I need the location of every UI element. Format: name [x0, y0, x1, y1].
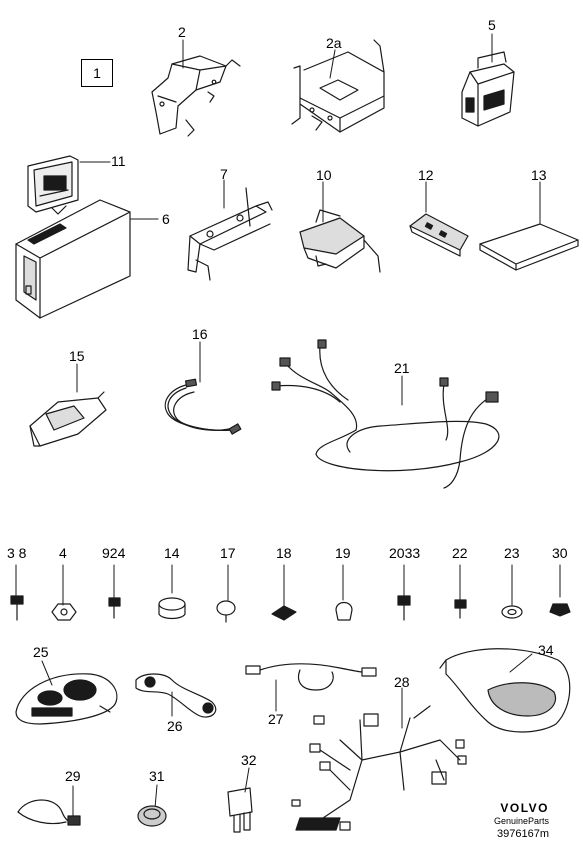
harness-28-drawing — [291, 705, 467, 831]
part-label-27: 27 — [268, 711, 284, 727]
harness-21-drawing — [271, 339, 500, 489]
part-label-6: 6 — [162, 211, 170, 227]
part-label-7: 7 — [220, 166, 228, 182]
holder-15-drawing — [29, 391, 107, 447]
part-label-15: 15 — [69, 348, 85, 364]
fuse-32-drawing — [227, 787, 253, 833]
panel-25-drawing — [15, 673, 118, 725]
part-label-29: 29 — [65, 768, 81, 784]
part-label-2: 2 — [178, 24, 186, 40]
part-label-32: 32 — [241, 752, 257, 768]
receiver-6-drawing — [15, 199, 131, 319]
remote-12-drawing — [409, 213, 469, 257]
part-label-26: 26 — [167, 718, 183, 734]
control-panel-11-drawing — [27, 155, 79, 215]
part-label-13: 13 — [531, 167, 547, 183]
part-label-20-33: 2033 — [389, 545, 421, 561]
part-label-19: 19 — [335, 545, 351, 561]
part-label-23: 23 — [504, 545, 520, 561]
part-label-10: 10 — [316, 167, 332, 183]
brand-subtitle: GenuineParts — [493, 816, 549, 826]
brand-block: VOLVO GenuineParts 3976167m — [494, 801, 549, 842]
part-label-28: 28 — [394, 674, 410, 690]
fasteners-row — [10, 595, 571, 623]
bracket-2-drawing — [151, 55, 241, 137]
part-label-17: 17 — [220, 545, 236, 561]
part-label-5: 5 — [488, 17, 496, 33]
part-label-1: 1 — [93, 65, 101, 81]
part-label-4: 4 — [59, 545, 67, 561]
part-label-21: 21 — [394, 360, 410, 376]
volvo-logo: VOLVO — [500, 801, 549, 815]
unit-10-drawing — [299, 209, 381, 273]
bracket-26-drawing — [135, 673, 217, 718]
part-label-34: 34 — [538, 642, 554, 658]
part-label-25: 25 — [33, 644, 49, 660]
cover-34-drawing — [439, 648, 571, 733]
part-label-9-24: 924 — [102, 545, 126, 561]
grommet-31-drawing — [137, 805, 167, 827]
drawing-code: 3976167m — [497, 828, 549, 840]
module-5-drawing — [461, 51, 515, 127]
manual-13-drawing — [479, 223, 579, 271]
leader-lines — [15, 33, 561, 819]
part-label-2a: 2a — [326, 35, 342, 51]
cable-27-drawing — [245, 663, 377, 691]
cable-16-drawing — [164, 378, 242, 435]
part-label-30: 30 — [552, 545, 568, 561]
part-label-22: 22 — [452, 545, 468, 561]
part-label-18: 18 — [276, 545, 292, 561]
bracket-7-drawing — [187, 187, 273, 281]
part-label-3-8: 3 8 — [7, 545, 27, 561]
part-label-16: 16 — [192, 326, 208, 342]
part-label-11: 11 — [111, 153, 126, 169]
part-label-12: 12 — [418, 167, 434, 183]
part-label-31: 31 — [149, 768, 165, 784]
part-label-14: 14 — [164, 545, 180, 561]
part-label-1-box: 1 — [81, 59, 113, 87]
bracket-2a-drawing — [291, 39, 385, 133]
strap-29-drawing — [17, 799, 81, 826]
